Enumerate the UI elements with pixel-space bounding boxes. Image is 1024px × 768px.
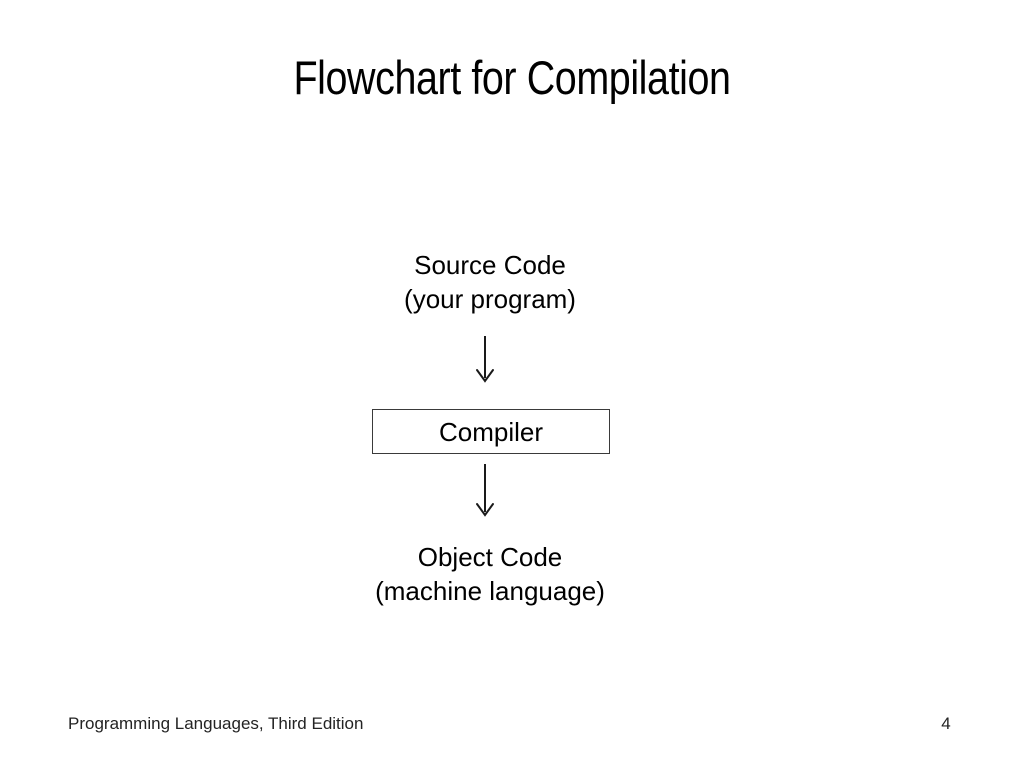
compilation-flowchart: Source Code (your program) Compiler Obje… <box>242 248 738 608</box>
compiler-box-label: Compiler <box>438 416 544 447</box>
object-code-line-1: Object Code <box>417 542 563 572</box>
slide-footer: Programming Languages, Third Edition 4 <box>0 712 1024 746</box>
arrow-down-icon-compiler-to-object <box>476 464 494 517</box>
source-code-line-1: Source Code <box>414 250 566 280</box>
footer-page-number: 4 <box>941 714 951 733</box>
source-code-line-2: (your program) <box>404 284 576 314</box>
flow-node-compiler-box: Compiler <box>372 409 610 454</box>
flow-node-object-code: Object Code (machine language) <box>242 540 738 608</box>
object-code-line-2: (machine language) <box>375 576 605 606</box>
footer-book-title: Programming Languages, Third Edition <box>68 714 364 733</box>
arrow-down-icon-source-to-compiler <box>476 336 494 383</box>
page-title: Flowchart for Compilation <box>293 51 731 104</box>
flow-node-source-code: Source Code (your program) <box>242 248 738 316</box>
